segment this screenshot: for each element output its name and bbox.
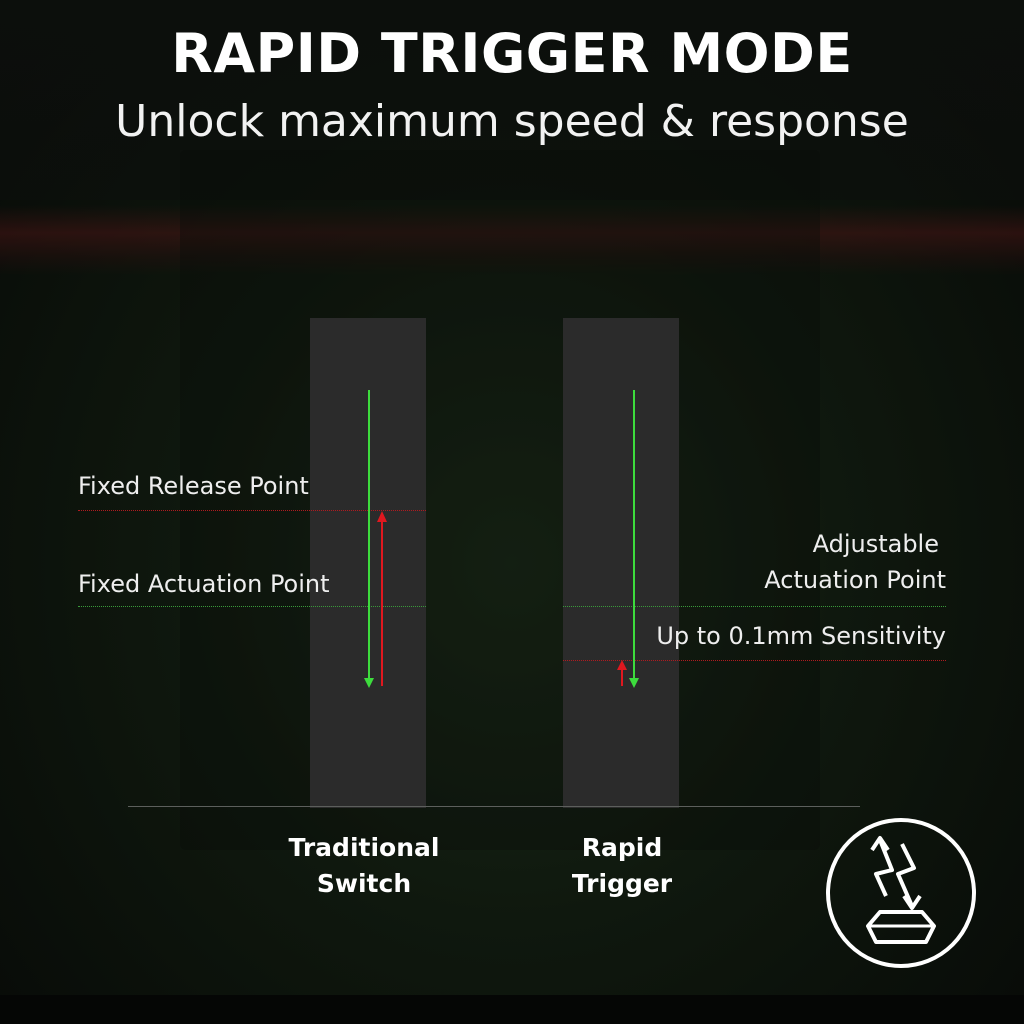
rapid-trigger-label: Rapid Trigger bbox=[522, 830, 722, 902]
rapid-label-line2: Trigger bbox=[571, 869, 673, 898]
sensitivity-label: Up to 0.1mm Sensitivity bbox=[656, 622, 946, 650]
rapid-trigger-badge-glyph bbox=[866, 836, 936, 944]
adjustable-label-line2: Actuation Point bbox=[764, 566, 946, 594]
background-bottom-bar bbox=[0, 995, 1024, 1024]
traditional-label-line1: Traditional bbox=[288, 833, 440, 862]
sensitivity-line bbox=[563, 660, 946, 661]
adjustable-actuation-line bbox=[563, 606, 946, 607]
page-title: RAPID TRIGGER MODE bbox=[171, 22, 853, 85]
background-switch-silhouette bbox=[180, 150, 820, 850]
traditional-label-line2: Switch bbox=[316, 869, 412, 898]
fixed-release-line bbox=[78, 510, 426, 511]
traditional-switch-label: Traditional Switch bbox=[264, 830, 464, 902]
fixed-actuation-label: Fixed Actuation Point bbox=[78, 570, 330, 598]
traditional-switch-column bbox=[310, 318, 426, 808]
fixed-actuation-line bbox=[78, 606, 426, 607]
fixed-release-label: Fixed Release Point bbox=[78, 472, 309, 500]
baseline-divider bbox=[128, 806, 860, 807]
adjustable-label-line1: Adjustable bbox=[812, 530, 939, 558]
rapid-trigger-keycap-icon bbox=[826, 818, 976, 968]
rapid-label-line1: Rapid bbox=[581, 833, 663, 862]
rapid-trigger-column bbox=[563, 318, 679, 808]
background-red-glow bbox=[0, 205, 1024, 275]
background-top-shade bbox=[0, 0, 1024, 200]
page-subtitle: Unlock maximum speed & response bbox=[115, 96, 909, 147]
